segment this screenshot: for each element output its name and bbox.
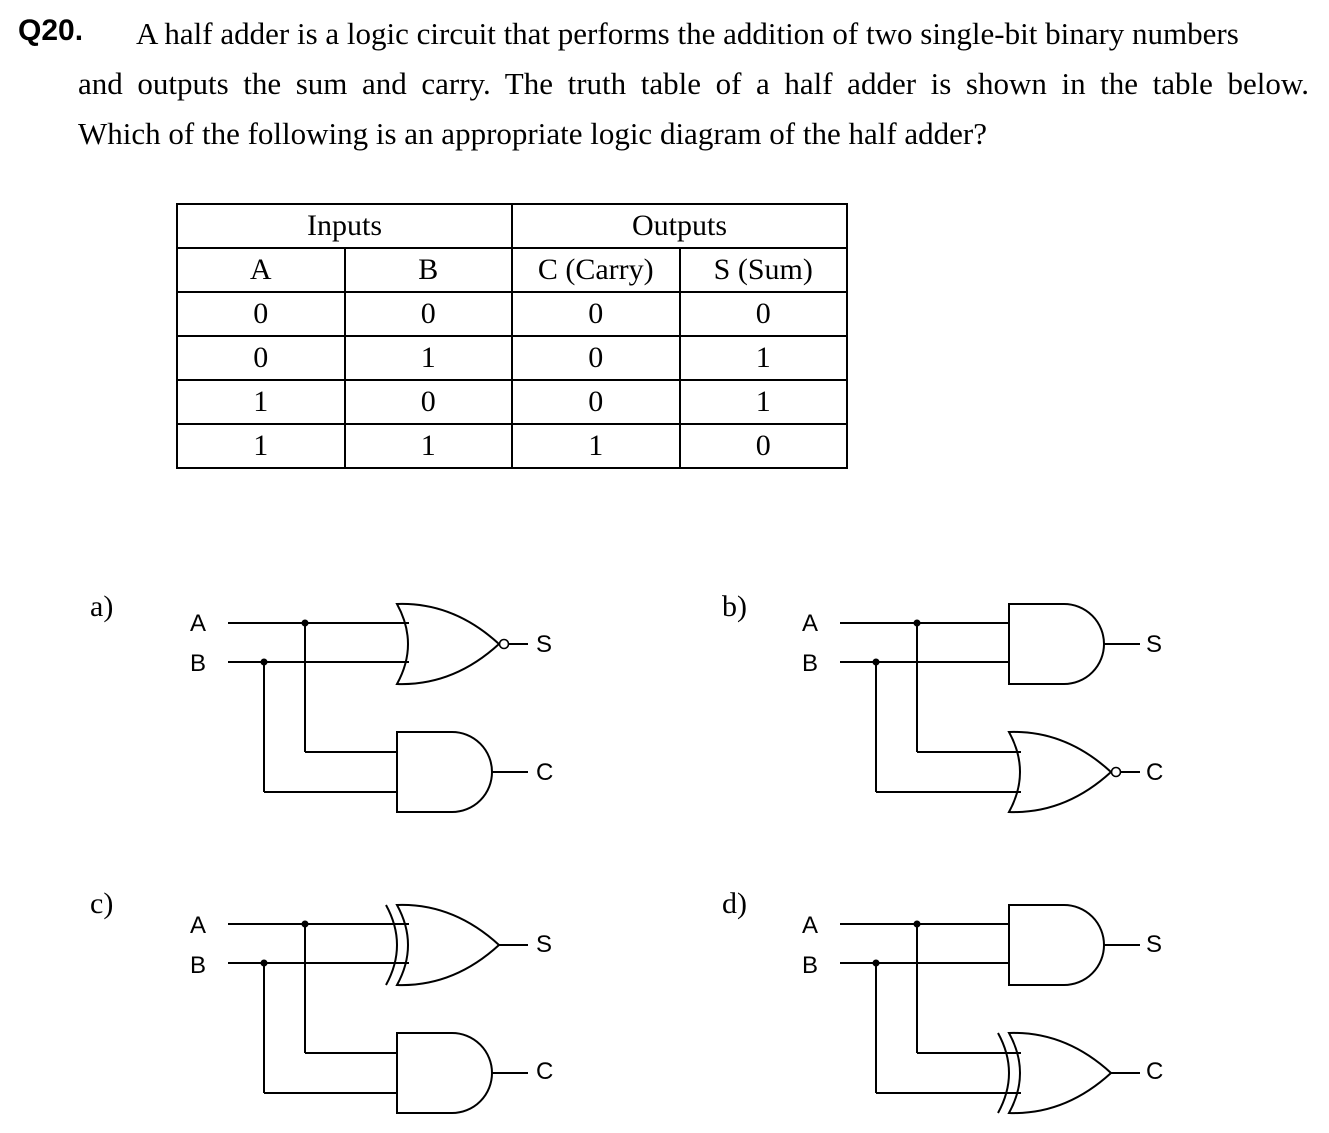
option-b-input-b: B <box>802 650 819 677</box>
table-cell: 0 <box>678 423 848 469</box>
column-header-carry: C (Carry) <box>511 247 681 293</box>
option-a-input-a: A <box>190 610 207 637</box>
option-a-output-c: C <box>536 759 554 786</box>
option-d-output-s: S <box>1146 931 1163 958</box>
table-cell: 0 <box>511 379 681 425</box>
table-row: 1 0 0 1 <box>176 379 848 425</box>
option-a-label[interactable]: a) <box>90 590 114 623</box>
option-c-output-c: C <box>536 1058 554 1085</box>
option-b-output-c: C <box>1146 759 1164 786</box>
table-row: 0 1 0 1 <box>176 335 848 381</box>
table-cell: 1 <box>343 335 513 381</box>
column-header-sum: S (Sum) <box>678 247 848 293</box>
table-cell: 0 <box>678 291 848 337</box>
inversion-bubble <box>498 638 510 650</box>
table-cell: 0 <box>343 379 513 425</box>
option-b-label[interactable]: b) <box>722 590 747 623</box>
table-cell: 1 <box>511 423 681 469</box>
option-c-input-a: A <box>190 912 207 939</box>
table-cell: 1 <box>678 379 848 425</box>
option-d-label[interactable]: d) <box>722 887 747 920</box>
option-b-input-a: A <box>802 610 819 637</box>
option-a-output-s: S <box>536 631 553 658</box>
table-cell: 0 <box>511 291 681 337</box>
table-row: 1 1 1 0 <box>176 423 848 469</box>
option-a-input-b: B <box>190 650 207 677</box>
option-c-top-gate-xor <box>395 903 501 987</box>
option-d-bottom-gate-xor-input-arc <box>997 1032 1010 1114</box>
option-c-input-b: B <box>190 952 207 979</box>
truth-table: Inputs Outputs A B C (Carry) S (Sum) 0 0… <box>176 203 848 469</box>
table-cell: 1 <box>343 423 513 469</box>
question-number: Q20. <box>18 14 84 47</box>
header-inputs: Inputs <box>176 203 513 249</box>
option-d-input-b: B <box>802 952 819 979</box>
column-header-a: A <box>176 247 346 293</box>
table-cell: 0 <box>176 291 346 337</box>
question-text-line-1: A half adder is a logic circuit that per… <box>136 16 1239 51</box>
option-c-top-gate-xor-input-arc <box>385 904 398 986</box>
table-cell: 1 <box>176 379 346 425</box>
option-a-bottom-gate-and <box>396 731 493 813</box>
option-b-top-gate-and <box>1008 603 1105 685</box>
question-text-line-3: Which of the following is an appropriate… <box>78 116 988 151</box>
option-d-bottom-gate-xor <box>1007 1031 1113 1115</box>
table-cell: 1 <box>678 335 848 381</box>
header-outputs: Outputs <box>511 203 848 249</box>
column-header-b: B <box>343 247 513 293</box>
option-d-top-gate-and <box>1008 904 1105 986</box>
table-cell: 0 <box>511 335 681 381</box>
table-cell: 0 <box>343 291 513 337</box>
option-a-top-gate-nor <box>395 602 501 686</box>
option-b-output-s: S <box>1146 631 1163 658</box>
option-c-label[interactable]: c) <box>90 887 114 920</box>
table-cell: 0 <box>176 335 346 381</box>
option-c-bottom-gate-and <box>396 1032 493 1114</box>
option-d-output-c: C <box>1146 1058 1164 1085</box>
inversion-bubble <box>1110 766 1122 778</box>
question-text-line-2: and outputs the sum and carry. The truth… <box>78 66 1309 101</box>
table-cell: 1 <box>176 423 346 469</box>
option-b-bottom-gate-nor <box>1007 730 1113 814</box>
option-d-input-a: A <box>802 912 819 939</box>
table-row: 0 0 0 0 <box>176 291 848 337</box>
option-c-output-s: S <box>536 931 553 958</box>
